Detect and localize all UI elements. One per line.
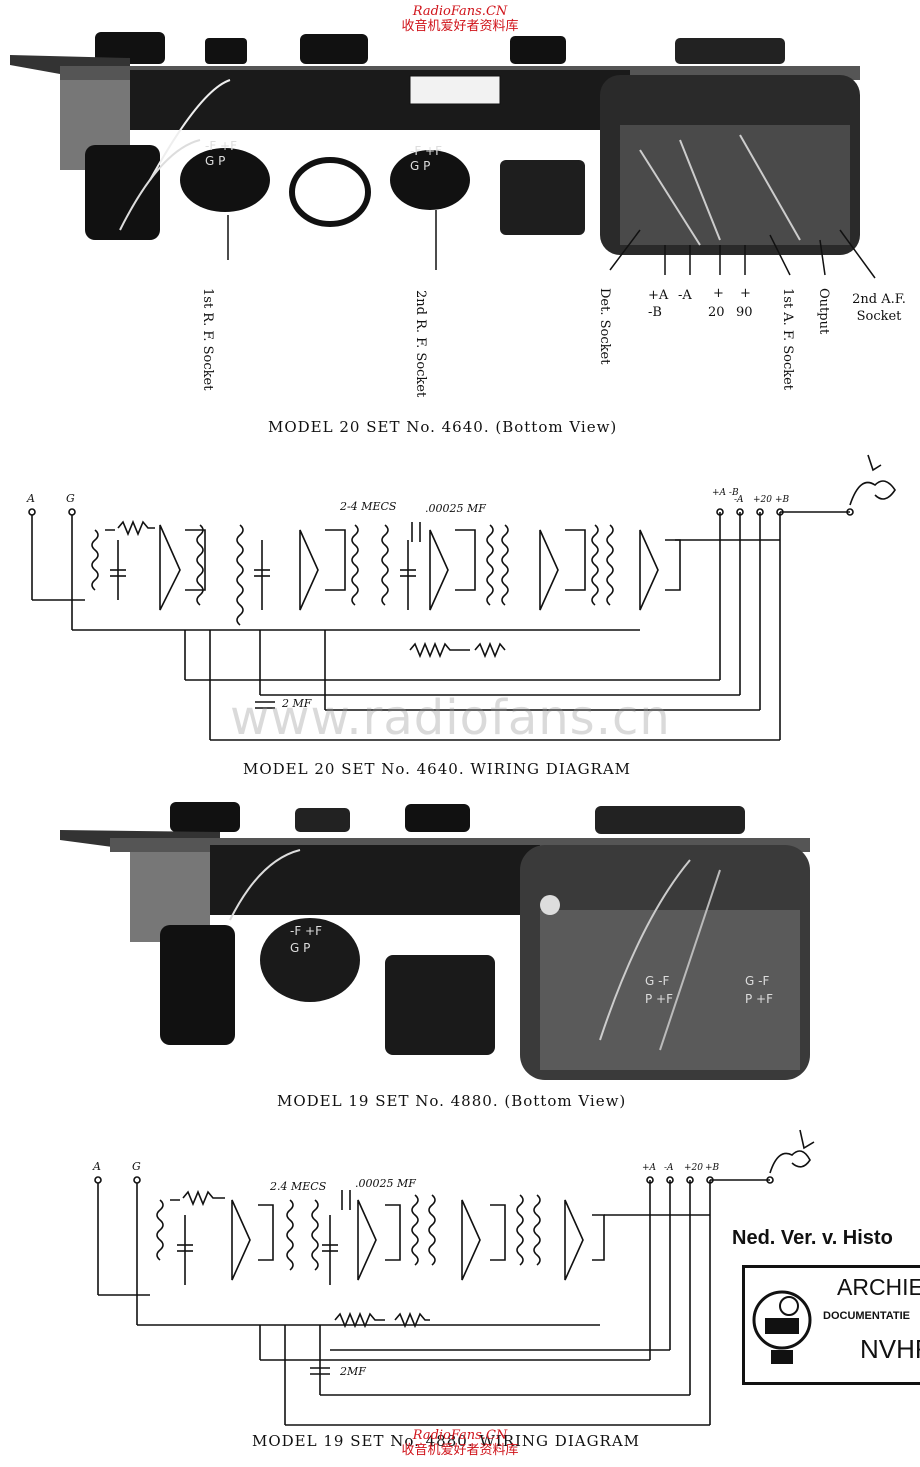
archive-logo	[752, 1290, 812, 1364]
socket2-gp-marks: G P	[410, 159, 430, 173]
model20-bottom-photo: -F +F G P -F +F G P	[10, 32, 876, 279]
wiring19-label-plus-20: +20	[684, 1163, 703, 1173]
wiring20-label-plus-20: +20	[753, 495, 772, 505]
wiring20-label-mecs: 2-4 MECS	[339, 500, 397, 513]
m19-af1-pf-marks: P +F	[645, 992, 673, 1006]
caption-model19-bottom: MODEL 19 SET No. 4880. (Bottom View)	[277, 1092, 627, 1110]
label-1st-af-socket: 1st A. F. Socket	[780, 288, 795, 391]
wiring20-label-cap: 2 MF	[281, 697, 312, 710]
watermark-site-cn-bottom: 收音机爱好者资料库	[401, 1443, 519, 1458]
caption-model20-wiring: MODEL 20 SET No. 4640. WIRING DIAGRAM	[243, 760, 632, 778]
label-plus-a: +A	[648, 288, 669, 303]
m19-af2-pf-marks: P +F	[745, 992, 773, 1006]
label-minus-a: -A	[678, 288, 692, 303]
m19-af2-gf-marks: G -F	[745, 974, 769, 988]
watermark-site-cn: 收音机爱好者资料库	[401, 19, 519, 34]
label-plus-90: 90	[736, 305, 753, 320]
label-plus-20-sign: +	[713, 286, 724, 301]
socket1-f-marks: -F +F	[205, 139, 237, 153]
model19-bottom-photo: -F +F G P G -F P +F G -F P +F	[60, 802, 810, 1080]
watermark-site-en: RadioFans.CN	[412, 4, 508, 19]
wiring19-label-plus-b: +B	[705, 1163, 720, 1173]
label-plus-20: 20	[708, 305, 725, 320]
m19-af1-gf-marks: G -F	[645, 974, 669, 988]
site-watermark-bottom: RadioFans.CN 收音机爱好者资料库	[380, 1428, 540, 1458]
wiring19-label-mf: .00025 MF	[355, 1177, 416, 1190]
wiring19-label-cap: 2MF	[339, 1365, 366, 1378]
wiring20-label-g: G	[66, 492, 75, 505]
center-watermark: www.radiofans.cn	[230, 690, 671, 746]
model19-wiring-diagram: A G 2.4 MECS .00025 MF 2MF +A -A +20 +B	[92, 1129, 815, 1426]
wiring20-label-mf: .00025 MF	[425, 502, 486, 515]
wiring20-label-a: A	[26, 492, 35, 505]
label-2nd-rf-socket: 2nd R. F. Socket	[413, 290, 428, 398]
label-det-socket: Det. Socket	[597, 288, 612, 365]
wiring19-label-plus-a: +A	[642, 1163, 657, 1173]
archive-title: ARCHIE	[837, 1274, 920, 1300]
wiring20-label-plus-b: +B	[775, 495, 790, 505]
wiring19-label-minus-a: -A	[664, 1163, 674, 1173]
caption-model19-wiring: MODEL 19 SET No. 4880. WIRING DIAGRAM	[252, 1432, 641, 1450]
socket1-gp-marks: G P	[205, 154, 225, 168]
label-1st-rf-socket: 1st R. F. Socket	[200, 288, 215, 391]
wiring20-label-minus-a: -A	[734, 495, 744, 505]
socket2-f-marks: -F +F	[410, 144, 442, 158]
model20-wiring-diagram: A G 2-4 MECS .00025 MF 2 MF +A -B -A +20…	[26, 454, 896, 741]
archive-subtitle: DOCUMENTATIE	[823, 1310, 910, 1322]
watermark-site-en-bottom: RadioFans.CN	[412, 1428, 508, 1443]
caption-model20-bottom: MODEL 20 SET No. 4640. (Bottom View)	[268, 418, 618, 436]
m19-socket-gp-marks: G P	[290, 941, 310, 955]
archive-stamp: ARCHIE DOCUMENTATIE NVHR	[742, 1265, 920, 1385]
label-minus-b: -B	[648, 305, 662, 320]
label-output: Output	[816, 288, 831, 335]
wiring19-label-g: G	[132, 1160, 141, 1173]
site-watermark-top: RadioFans.CN 收音机爱好者资料库	[370, 4, 550, 34]
wiring20-label-plus-a: +A -B	[712, 488, 739, 498]
wiring19-label-a: A	[92, 1160, 101, 1173]
m19-socket-f-marks: -F +F	[290, 924, 322, 938]
label-2nd-af-socket: 2nd A.F. Socket	[852, 292, 906, 324]
wiring19-label-mecs: 2.4 MECS	[269, 1180, 327, 1193]
label-plus-90-sign: +	[740, 286, 751, 301]
archive-heading: Ned. Ver. v. Histo	[732, 1227, 893, 1249]
archive-org: NVHR	[860, 1334, 920, 1364]
